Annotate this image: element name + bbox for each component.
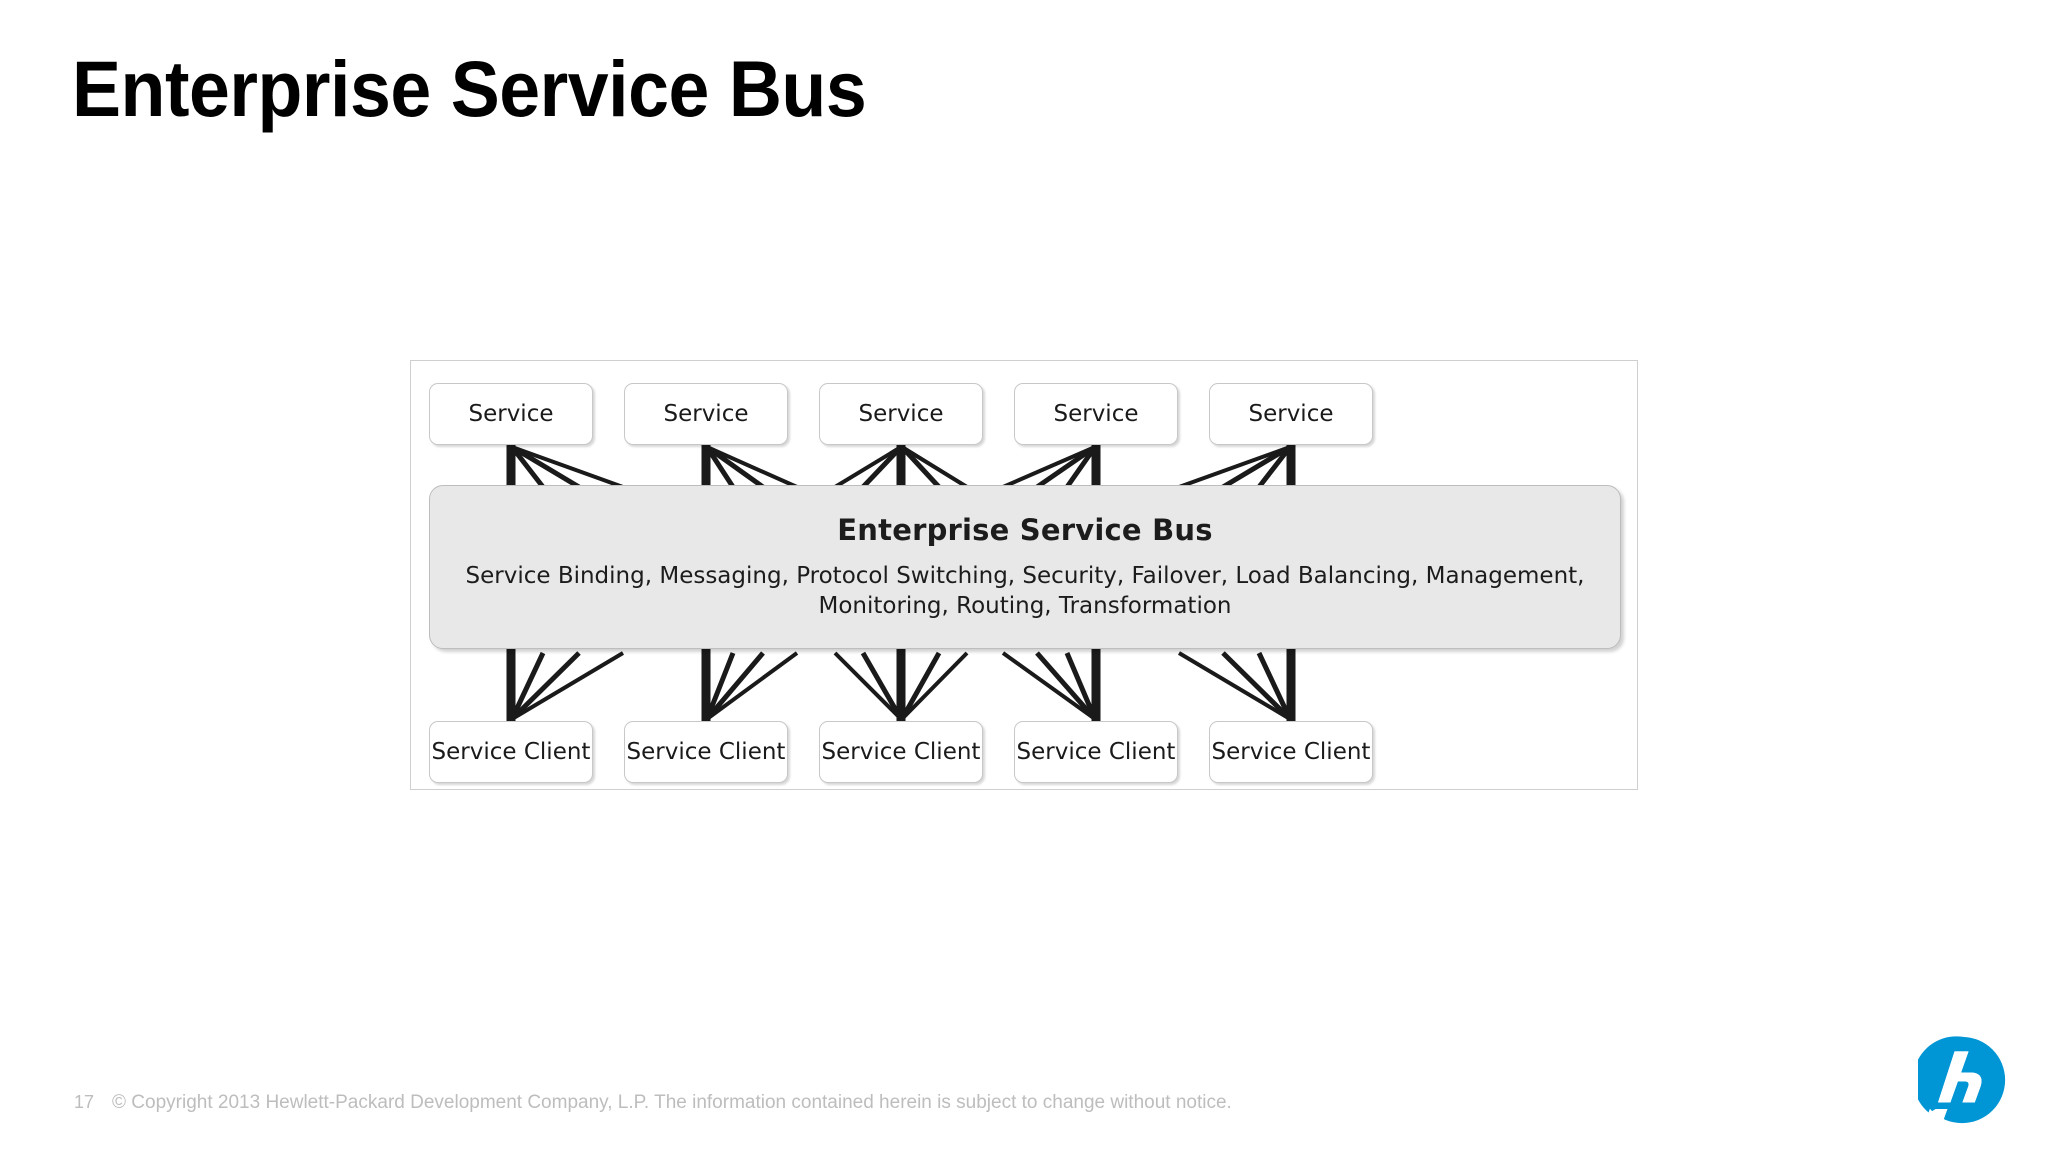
connector-group-top-2 xyxy=(701,444,798,490)
enterprise-service-bus-node[interactable]: Enterprise Service Bus Service Binding, … xyxy=(429,485,1621,649)
service-node-label: Service xyxy=(858,401,944,427)
service-client-node-label: Service Client xyxy=(431,739,591,765)
connector-group-bottom-4 xyxy=(1001,649,1101,721)
connector-group-bottom-3 xyxy=(833,649,969,721)
hp-logo xyxy=(1918,1036,2006,1124)
connector-group-top-5 xyxy=(1178,444,1296,490)
connector-group-bottom-5 xyxy=(1177,649,1296,721)
service-node-label: Service xyxy=(663,401,749,427)
service-client-node-label: Service Client xyxy=(626,739,786,765)
service-node-label: Service xyxy=(468,401,554,427)
service-client-node-2[interactable]: Service Client xyxy=(624,721,788,783)
service-client-node-3[interactable]: Service Client xyxy=(819,721,983,783)
connector-layer xyxy=(506,444,1296,721)
service-node-3[interactable]: Service xyxy=(819,383,983,445)
service-client-node-label: Service Client xyxy=(1016,739,1176,765)
connector-group-top-4 xyxy=(1002,444,1101,490)
connector-group-bottom-2 xyxy=(701,649,799,721)
connector-group-top-1 xyxy=(506,444,624,490)
esb-capabilities: Service Binding, Messaging, Protocol Swi… xyxy=(465,562,1585,619)
service-client-node-4[interactable]: Service Client xyxy=(1014,721,1178,783)
service-client-node-label: Service Client xyxy=(1211,739,1371,765)
page-number: 17 xyxy=(74,1092,95,1112)
service-node-label: Service xyxy=(1248,401,1334,427)
page-title: Enterprise Service Bus xyxy=(72,44,867,133)
service-client-node-5[interactable]: Service Client xyxy=(1209,721,1373,783)
slide-footer: 17 © Copyright 2013 Hewlett-Packard Deve… xyxy=(74,1092,1232,1114)
connector-group-top-3 xyxy=(833,445,969,489)
esb-title: Enterprise Service Bus xyxy=(837,512,1213,547)
service-node-5[interactable]: Service xyxy=(1209,383,1373,445)
service-client-node-1[interactable]: Service Client xyxy=(429,721,593,783)
service-node-1[interactable]: Service xyxy=(429,383,593,445)
service-node-label: Service xyxy=(1053,401,1139,427)
service-client-node-label: Service Client xyxy=(821,739,981,765)
connector-group-bottom-1 xyxy=(506,649,625,721)
service-node-4[interactable]: Service xyxy=(1014,383,1178,445)
copyright-notice: © Copyright 2013 Hewlett-Packard Develop… xyxy=(112,1092,1232,1113)
service-node-2[interactable]: Service xyxy=(624,383,788,445)
esb-diagram: Service Service Service Service Service … xyxy=(410,360,1638,790)
